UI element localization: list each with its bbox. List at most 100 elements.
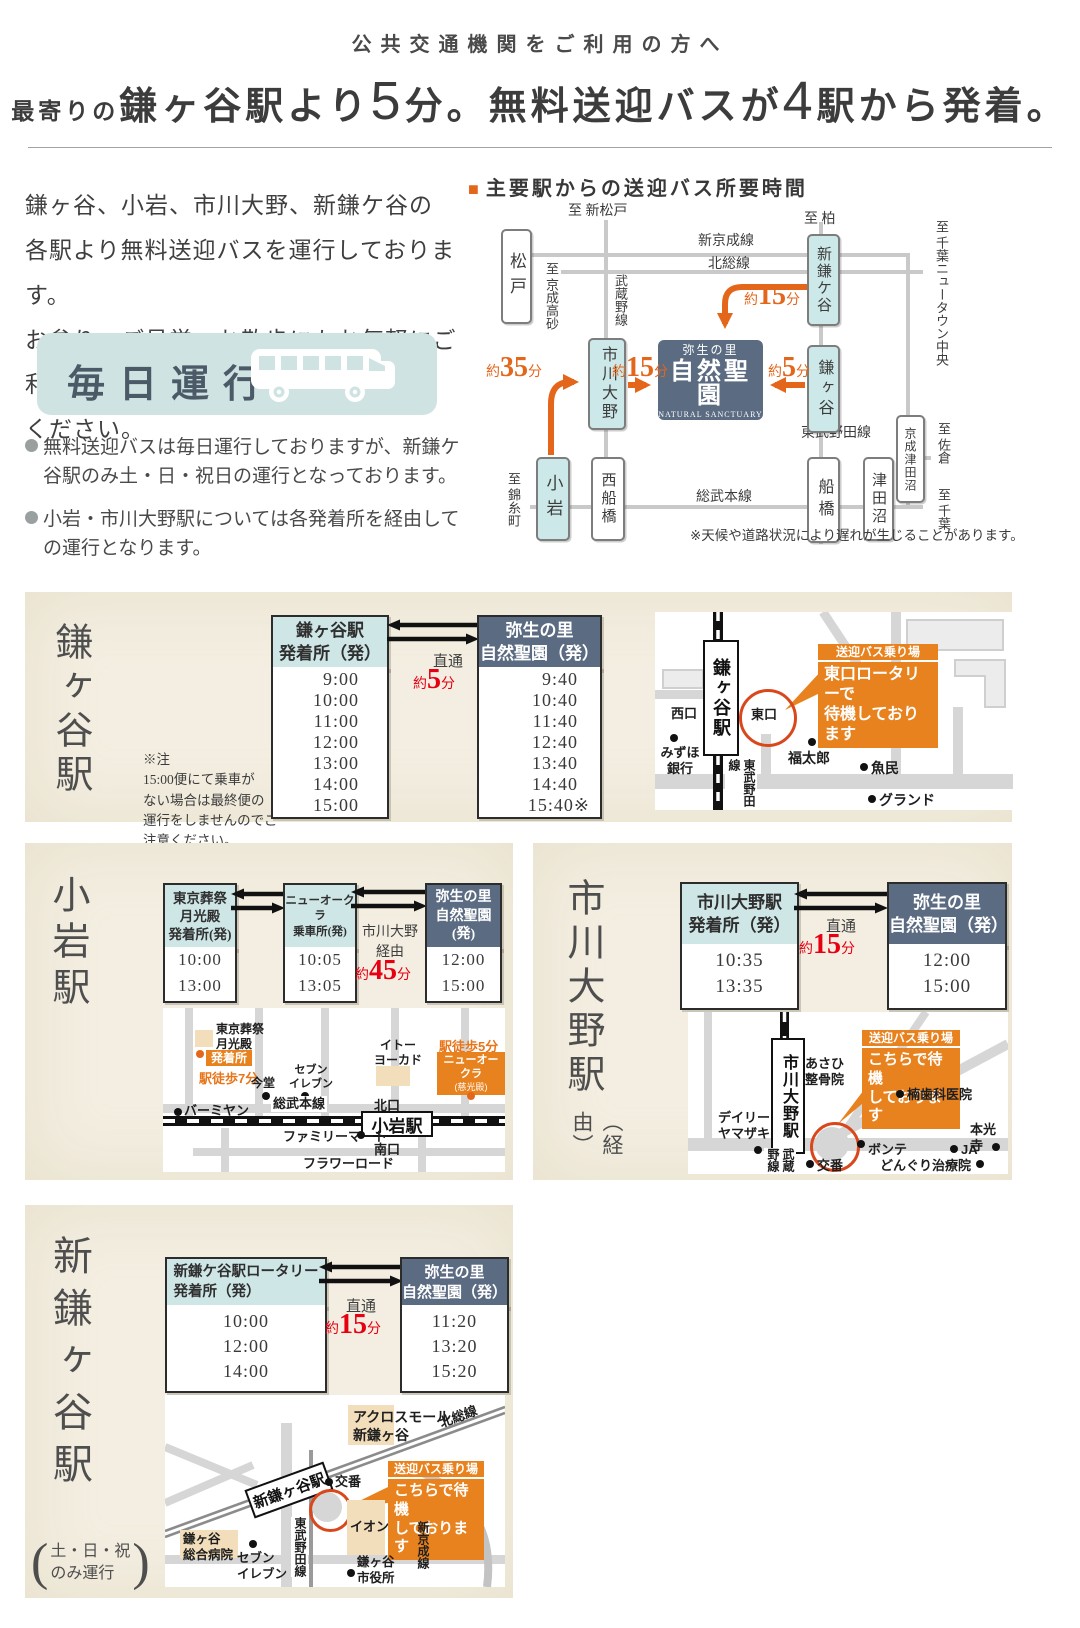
destination-en: NATURAL SANCTUARY — [658, 410, 763, 419]
station-koiwa: 小岩 — [536, 457, 570, 541]
shinkama-arr-header: 弥生の里 自然聖園（発） — [400, 1257, 509, 1309]
poi-grand: グランド — [879, 792, 935, 808]
time-cell: 11:20 — [431, 1311, 478, 1331]
poi-bamiyan: バーミヤン — [184, 1103, 250, 1118]
lbl-tobu-noda: 東武野田線 — [725, 758, 757, 810]
ono-duration: 約15分 — [799, 929, 855, 960]
daily-service-banner: 毎日運行 — [37, 333, 437, 415]
time-cell: 14:00 — [312, 774, 359, 794]
time-cell: 15:20 — [431, 1361, 478, 1381]
ono-direct-label: 直通 — [825, 919, 856, 935]
map-station-koiwa: 小岩駅 — [361, 1111, 433, 1137]
bullet-dot-icon — [25, 511, 38, 524]
station-funabashi: 船橋 — [807, 457, 840, 543]
time-cell: 9:00 — [322, 669, 359, 689]
lbl-sobu: 総武本線 — [696, 490, 752, 505]
poi-daily-yamazaki: デイリー ヤマザキ — [718, 1110, 771, 1142]
両方向-arrows-icon — [387, 619, 479, 645]
time-cell: 13:40 — [531, 753, 578, 773]
poi-dot — [325, 1478, 333, 1486]
station-keisei-tsudanuma: 京成津田沼 — [896, 415, 925, 503]
lbl-shinkeisei: 新京成線 — [698, 234, 754, 249]
diagram-note: ※天候や道路状況により遅れが生じることがあります。 — [690, 528, 1024, 543]
station-tsudanuma: 津田沼 — [863, 457, 894, 541]
poi-seven-eleven: セブン イレブン — [289, 1064, 333, 1090]
diagram-title-text: 主要駅からの送迎バス所要時間 — [485, 178, 808, 200]
poi-dot — [992, 1143, 1000, 1151]
destination-box: 弥生の里 自然聖園 NATURAL SANCTUARY — [658, 340, 763, 420]
koiwa-stop-tag: 発着所 — [206, 1050, 253, 1067]
poi-imado: 今堂 — [251, 1076, 276, 1090]
okura-name: ニューオークラ — [443, 1054, 499, 1080]
station-shinkamagaya: 新鎌ケ谷 — [807, 234, 840, 326]
headline-mid2: 無料送迎バスが — [488, 86, 783, 128]
headline-suffix: 駅から発着。 — [816, 86, 1069, 128]
kamagaya-direct-label: 直通 — [432, 654, 463, 670]
duration-shinkamagaya: 約15分 — [744, 280, 800, 311]
time-cell: 10:05 — [298, 950, 342, 969]
time-cell: 12:00 — [312, 732, 359, 752]
service-note-1: 無料送迎バスは毎日運行しておりますが、新鎌ケ谷駅のみ土・日・祝日の運行となってお… — [25, 433, 465, 492]
okura-sub: (慈光殿) — [454, 1081, 488, 1092]
poi-kusunoki: 楠歯科医院 — [907, 1087, 973, 1102]
shinkeisei-line — [526, 253, 910, 415]
lbl-shinkeisei-line: 新京成線 — [416, 1521, 430, 1569]
time-cell: 15:00 — [441, 976, 486, 995]
time-cell: 11:00 — [313, 711, 359, 731]
poi-dot — [808, 738, 816, 746]
poi-aeon: イオン — [350, 1519, 390, 1534]
dir-kinshicho: 至 錦糸町 — [506, 472, 521, 528]
time-cell: 10:35 — [715, 950, 764, 971]
time-cell: 10:00 — [312, 690, 359, 710]
lbl-musashino: 武蔵野線 — [613, 274, 628, 326]
page-subtitle: 公共交通機関をご利用の方へ — [351, 34, 729, 56]
poi-acrossmall: アクロスモール 新鎌ヶ谷 — [353, 1409, 451, 1443]
poi-uotami: 魚民 — [871, 760, 899, 776]
poi-donguri: どんぐり治療院 — [880, 1158, 972, 1173]
destination-sub: 弥生の里 — [682, 343, 739, 357]
time-cell: 12:40 — [531, 732, 578, 752]
callout-pointer — [785, 670, 822, 710]
poi-dot — [860, 763, 868, 771]
paren-close: ) — [132, 1534, 150, 1591]
poi-asahi: あさひ 整骨院 — [805, 1056, 845, 1088]
time-cell: 14:40 — [531, 774, 578, 794]
koiwa-col3-header: 弥生の里 自然聖園 (発) — [425, 883, 502, 951]
poi-dot — [950, 1145, 958, 1153]
building — [180, 1530, 238, 1558]
walk5-label: 駅徒歩5分 — [439, 1039, 499, 1054]
poi-koban: 交番 — [335, 1474, 362, 1489]
station-matsudo: 松戸 — [501, 229, 532, 324]
station-kamagaya: 鎌ヶ谷 — [807, 345, 840, 433]
shinkama-direct-label: 直通 — [345, 1299, 376, 1315]
weekend-line2: のみ運行 — [50, 1565, 115, 1582]
building — [348, 1405, 394, 1445]
time-cell: 10:40 — [531, 690, 578, 710]
poi-hospital: 鎌ヶ谷 総合病院 — [183, 1532, 234, 1562]
headline-main: 鎌ヶ谷駅より — [119, 86, 371, 128]
koiwa-via-label: 市川大野 経由 — [362, 925, 418, 960]
bus-stop-tag: 送迎バス乗り場 — [818, 644, 938, 660]
time-cell: 13:00 — [178, 976, 222, 995]
destination-name: 自然聖園 — [670, 358, 751, 409]
lbl-sobu-line: 総武本線 — [271, 1096, 328, 1113]
bus-stop-ring — [309, 1489, 352, 1532]
poi-dot — [262, 1092, 270, 1100]
time-cell: 15:00 — [922, 976, 972, 997]
section-koiwa: 小岩駅 東京葬祭 月光殿 発着所(発) 10:00 13:00 ニューオークラ … — [25, 843, 513, 1180]
poi-honkoji: 本光寺 — [970, 1122, 997, 1154]
ono-dep-header: 市川大野駅 発着所（発） — [680, 882, 799, 948]
time-cell: 9:40 — [541, 669, 578, 689]
koiwa-col2-header: ニューオークラ 乗車所(発) — [283, 883, 357, 951]
ono-dep-times: 10:35 13:35 — [680, 944, 799, 1010]
poi-dot — [357, 1131, 365, 1139]
headline-prefix: 最寄りの — [11, 99, 120, 124]
dir-kashiwa: 至 柏 — [804, 212, 836, 227]
poi-bonte: ボンテ — [868, 1142, 908, 1157]
time-cell: 11:40 — [532, 711, 578, 731]
kamagaya-duration: 約5分 — [413, 664, 455, 695]
headline-number-4: 4 — [782, 71, 817, 131]
time-cell: 13:00 — [312, 753, 359, 773]
koiwa-col1-header: 東京葬祭 月光殿 発着所(発) — [163, 883, 237, 951]
